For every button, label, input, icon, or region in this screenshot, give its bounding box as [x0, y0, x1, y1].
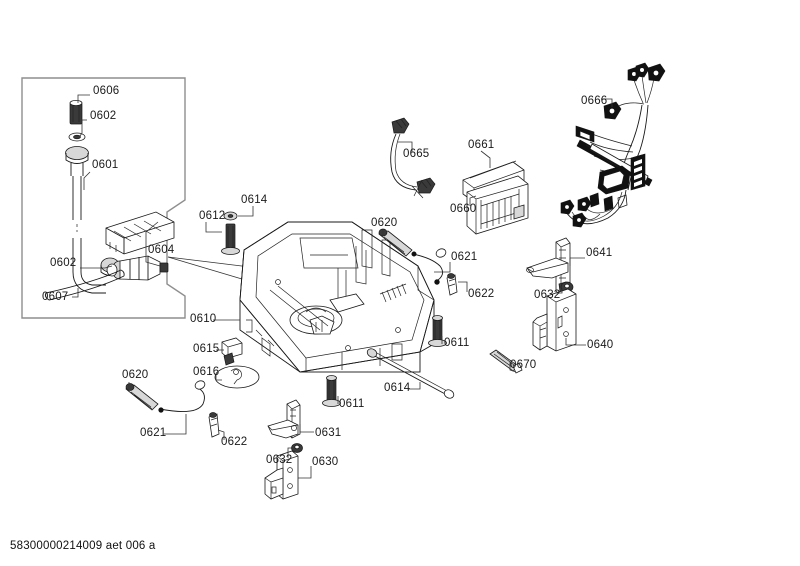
- callout-0660: 0660: [450, 203, 477, 215]
- part-0620-pin-lower: [125, 383, 159, 411]
- callout-0601: 0601: [92, 159, 119, 171]
- part-0670-fastener: [489, 349, 523, 374]
- callout-0611-lower: 0611: [339, 398, 365, 410]
- harness-control-module: [597, 165, 631, 195]
- part-0641-lever: [526, 237, 571, 297]
- callout-0606: 0606: [93, 85, 120, 97]
- harness-connector-c: [647, 63, 666, 82]
- callout-0666: 0666: [581, 95, 608, 107]
- part-0601-hose-assembly: [65, 146, 106, 294]
- callout-0665: 0665: [403, 148, 430, 160]
- part-0602-washer-upper: [68, 132, 86, 142]
- part-0615-bracket: [221, 337, 243, 366]
- callout-0621-lower: 0621: [140, 427, 167, 439]
- harness-terminal-strip: [630, 153, 646, 191]
- part-0666-wiring-harness: [560, 62, 666, 228]
- callout-0612: 0612: [199, 210, 226, 222]
- callout-0615: 0615: [193, 343, 220, 355]
- callout-0607: 0607: [42, 291, 69, 303]
- part-0660-filter-grille: [466, 175, 529, 235]
- callout-0631: 0631: [315, 427, 342, 439]
- callout-0632-right: 0632: [534, 289, 561, 301]
- callout-0622-lower: 0622: [221, 436, 248, 448]
- harness-connector-b: [635, 62, 650, 78]
- callout-0602-upper: 0602: [90, 110, 117, 122]
- part-0616-seal: [214, 365, 260, 389]
- callout-0632-center: 0632: [266, 454, 293, 466]
- coil-spring-right: [379, 283, 407, 303]
- part-0614-rod: [366, 348, 455, 399]
- callout-0640: 0640: [587, 339, 614, 351]
- part-0604-pump-motor: [106, 255, 169, 281]
- harness-connector-f: [577, 196, 592, 212]
- part-0632-bushing-center: [291, 443, 303, 453]
- callout-0604: 0604: [148, 244, 175, 256]
- callout-leaders: [72, 94, 613, 479]
- part-0621-cable-lower: [158, 380, 206, 413]
- part-0610-base-tray: [239, 221, 435, 373]
- part-0620-pin-upper: [378, 228, 413, 257]
- callout-0661: 0661: [468, 139, 495, 151]
- part-0612-screw: [221, 223, 240, 255]
- part-0611-screw-right: [428, 315, 447, 347]
- part-0630-hinge-bracket: [264, 450, 299, 500]
- callout-0611-right: 0611: [444, 337, 470, 349]
- callout-0616: 0616: [193, 366, 220, 378]
- callout-0622-upper: 0622: [468, 288, 495, 300]
- part-0621-cable-upper: [411, 248, 447, 285]
- part-0611-screw-lower: [322, 375, 341, 407]
- callout-0621-upper: 0621: [451, 251, 478, 263]
- harness-connector-e: [560, 199, 575, 215]
- callout-0614-washer: 0614: [241, 194, 268, 206]
- part-0622-clip-upper: [446, 273, 458, 296]
- callout-0670: 0670: [510, 359, 537, 371]
- footer-caption: 58300000214009 aet 006 a: [10, 540, 156, 552]
- part-0622-clip-lower: [208, 412, 220, 438]
- callout-0630: 0630: [312, 456, 339, 468]
- callout-0620-upper: 0620: [371, 217, 398, 229]
- part-0614-washer: [223, 211, 238, 221]
- part-0606-plug: [69, 100, 83, 125]
- harness-connector-d: [603, 101, 622, 120]
- part-0640-hinge-plate: [532, 288, 577, 352]
- part-0665-sensor-cable: [390, 117, 436, 199]
- part-0607-drain-hose: [44, 269, 125, 301]
- harness-small-terminals: [589, 192, 628, 212]
- harness-connector-g: [572, 212, 587, 228]
- detail-inset-box: [21, 77, 186, 319]
- callout-0610: 0610: [190, 313, 217, 325]
- callout-0602-lower: 0602: [50, 257, 77, 269]
- callout-0620-lower: 0620: [122, 369, 149, 381]
- callout-0641: 0641: [586, 247, 613, 259]
- part-0631-latch-arm: [267, 399, 301, 439]
- callout-0614-rod: 0614: [384, 382, 411, 394]
